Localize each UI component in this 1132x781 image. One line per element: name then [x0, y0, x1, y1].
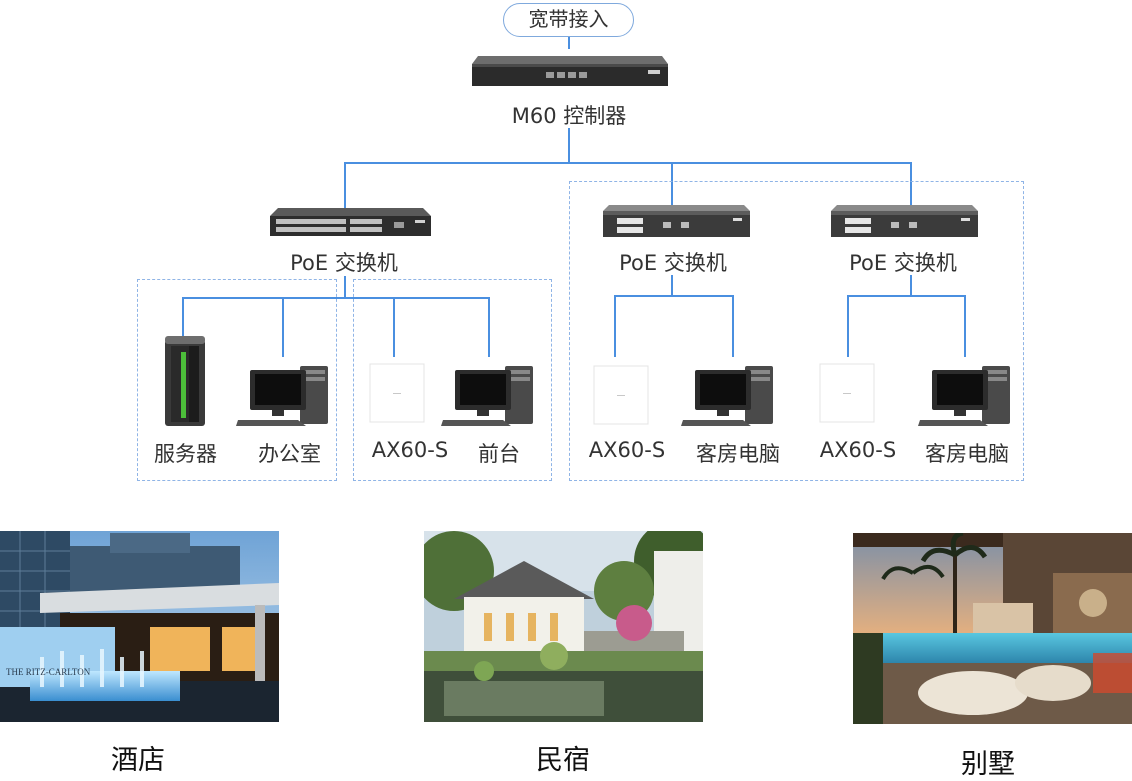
desktop-computer-icon — [441, 366, 533, 426]
access-point-icon — [369, 363, 425, 423]
desktop-computer-icon — [236, 366, 328, 426]
branch-bus — [182, 297, 490, 299]
branch-bus — [847, 295, 966, 297]
broadband-access-label: 宽带接入 — [503, 3, 634, 37]
device-label: 客房电脑 — [925, 442, 1009, 466]
switch-label: PoE 交换机 — [849, 251, 957, 275]
branch-wire — [732, 295, 734, 357]
distribution-bus — [344, 162, 912, 164]
branch-wire — [910, 275, 912, 296]
device-label: AX60-S — [819, 438, 897, 462]
homestay-photo — [424, 531, 703, 722]
device-label: 办公室 — [258, 442, 321, 466]
villa-photo — [853, 533, 1132, 724]
hotel-sign-text: THE RITZ-CARLTON — [6, 667, 91, 677]
switch3-drop-wire — [910, 162, 912, 206]
branch-wire — [488, 297, 490, 357]
server-icon — [165, 336, 205, 426]
switch2-drop-wire — [671, 162, 673, 206]
switch-label: PoE 交换机 — [619, 251, 727, 275]
controller-label: M60 控制器 — [511, 104, 627, 128]
branch-wire — [182, 297, 184, 339]
desktop-computer-icon — [918, 366, 1010, 426]
branch-wire — [344, 276, 346, 298]
device-label: 客房电脑 — [696, 442, 780, 466]
branch-wire — [671, 275, 673, 296]
switch1-drop-wire — [344, 162, 346, 210]
branch-wire — [847, 295, 849, 357]
scenario-label: 别墅 — [961, 749, 1015, 780]
switch-label: PoE 交换机 — [290, 251, 398, 275]
branch-bus — [614, 295, 734, 297]
desktop-computer-icon — [681, 366, 773, 426]
hotel-photo: THE RITZ-CARLTON — [0, 531, 279, 722]
group-box-frontdesk — [353, 279, 552, 481]
device-label: 服务器 — [154, 442, 217, 466]
branch-wire — [393, 297, 395, 357]
branch-wire — [964, 295, 966, 357]
device-label: AX60-S — [588, 438, 666, 462]
poe-switch-icon — [270, 208, 431, 236]
controller-device-icon — [472, 56, 668, 86]
poe-switch-icon — [831, 205, 978, 237]
group-box-office — [137, 279, 337, 481]
branch-wire — [614, 295, 616, 357]
branch-wire — [282, 297, 284, 357]
poe-switch-icon — [603, 205, 750, 237]
device-label: AX60-S — [371, 438, 449, 462]
device-label: 前台 — [478, 442, 520, 466]
scenario-label: 民宿 — [536, 745, 590, 776]
scenario-label: 酒店 — [111, 745, 165, 776]
access-point-icon — [593, 365, 649, 425]
uplink-wire — [568, 37, 570, 49]
controller-down-wire — [568, 128, 570, 163]
group-box-guestrooms — [569, 181, 1024, 481]
access-point-icon — [819, 363, 875, 423]
